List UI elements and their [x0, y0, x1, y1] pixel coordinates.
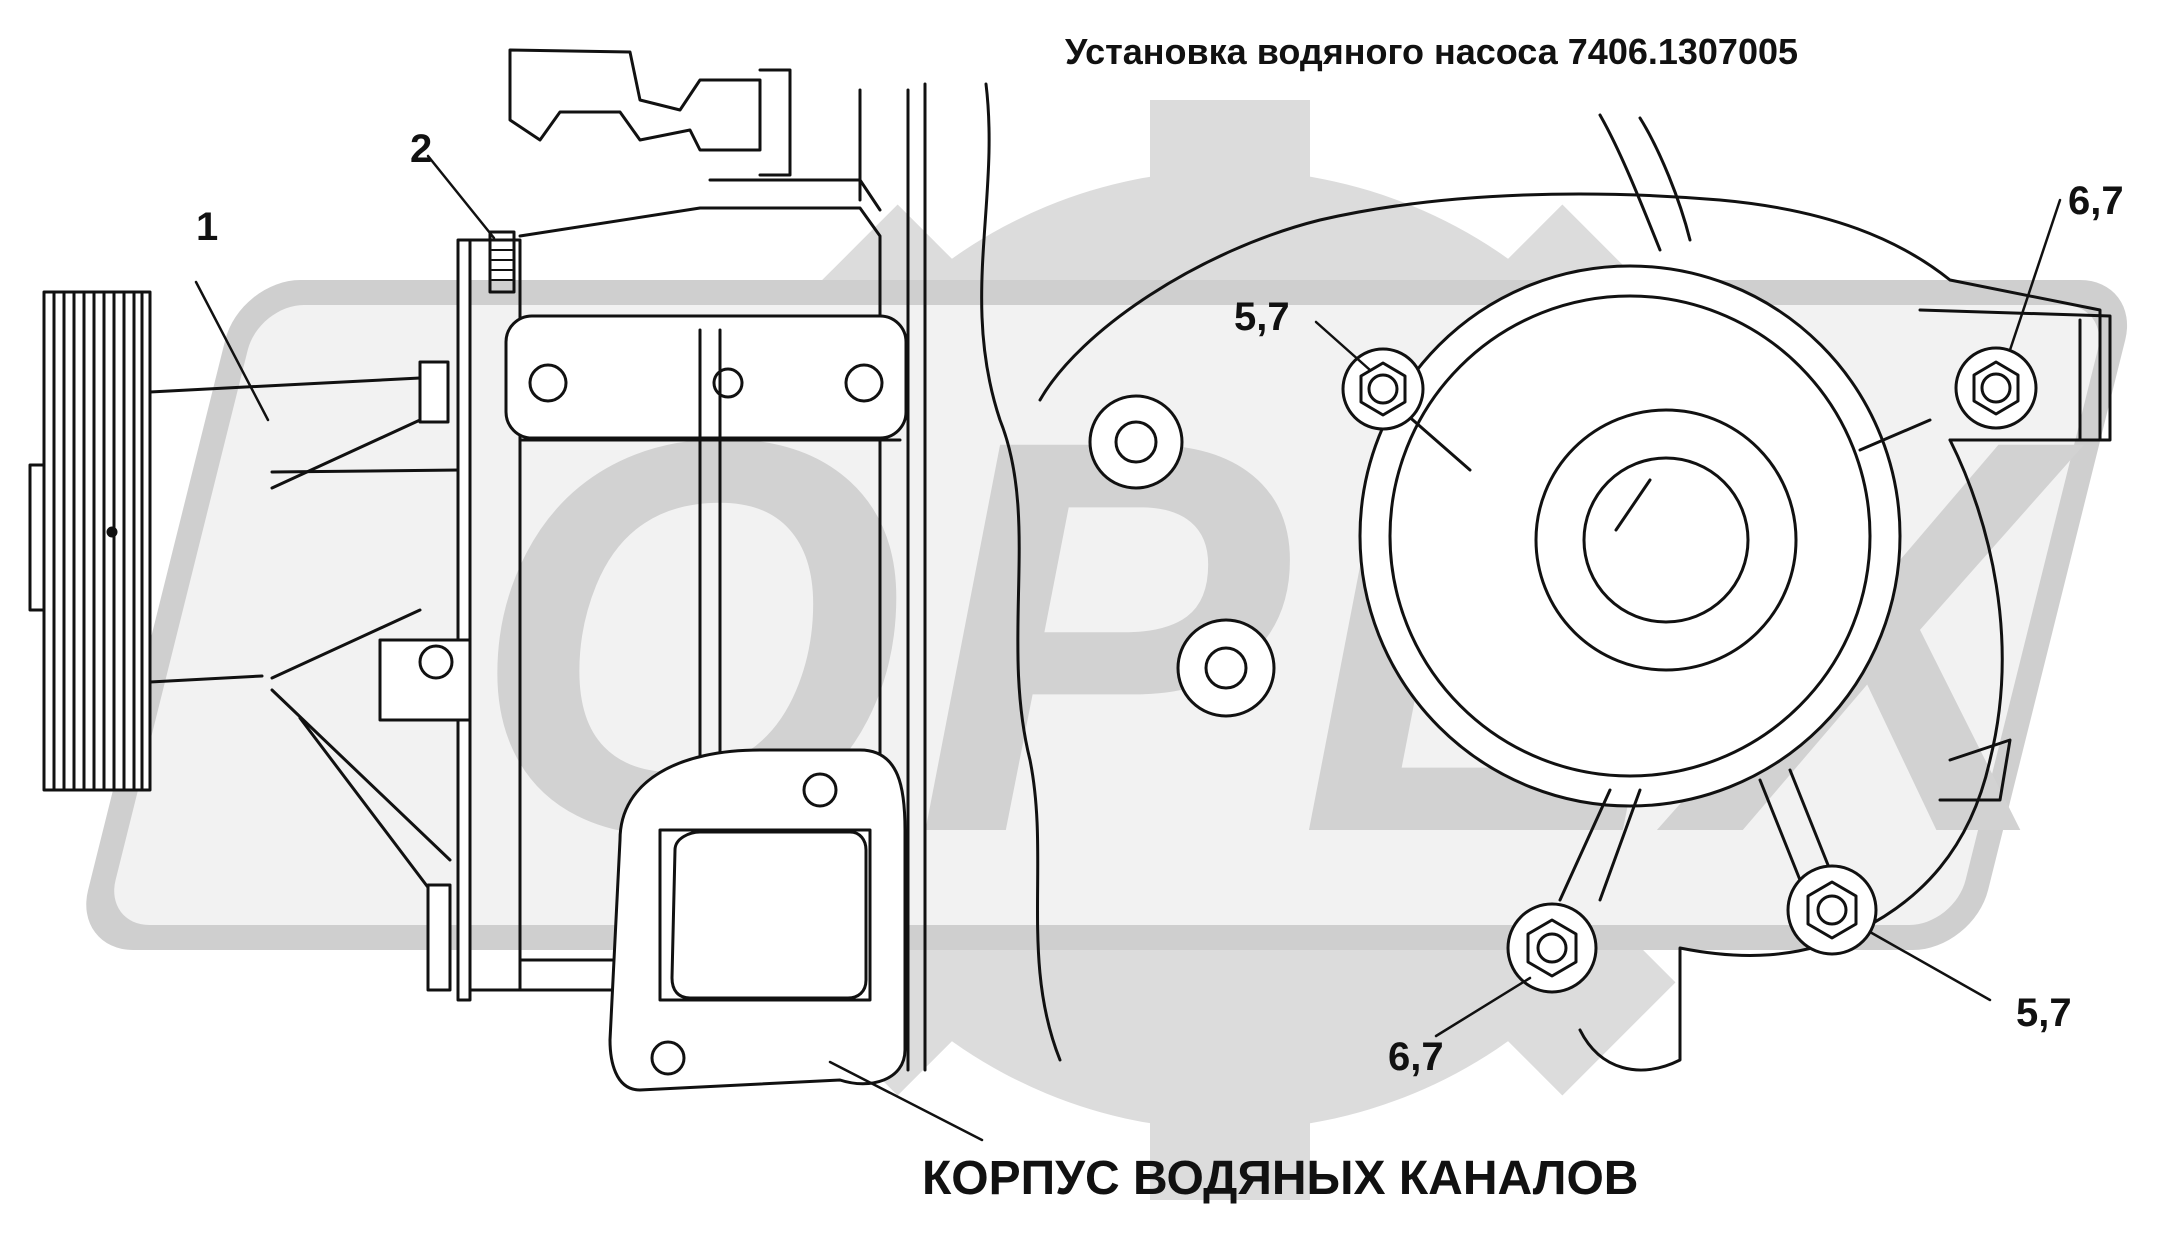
callout-5-7-top: 5,7	[1234, 295, 1290, 339]
bolt-strip	[504, 314, 908, 440]
pulley	[28, 290, 152, 792]
callout-6-7-bottom: 6,7	[1388, 1035, 1444, 1079]
caption-water-channel-housing: КОРПУС ВОДЯНЫХ КАНАЛОВ	[922, 1152, 1638, 1205]
callout-5-7-bottom: 5,7	[2016, 991, 2072, 1035]
bolt-boss	[1858, 346, 2038, 452]
bolt-boss	[1506, 788, 1642, 994]
callout-6-7-top: 6,7	[2068, 179, 2124, 223]
callout-1: 1	[196, 205, 218, 249]
callout-2: 2	[410, 127, 432, 171]
diagram-title: Установка водяного насоса 7406.1307005	[1065, 31, 1798, 72]
bolt-boss	[1341, 347, 1472, 472]
water-channel-flange	[608, 748, 907, 1092]
pump-linework	[28, 48, 2112, 1142]
bolt-boss	[1758, 768, 1878, 956]
pump-cover	[1358, 264, 1902, 808]
leader-lines	[194, 154, 2062, 1142]
